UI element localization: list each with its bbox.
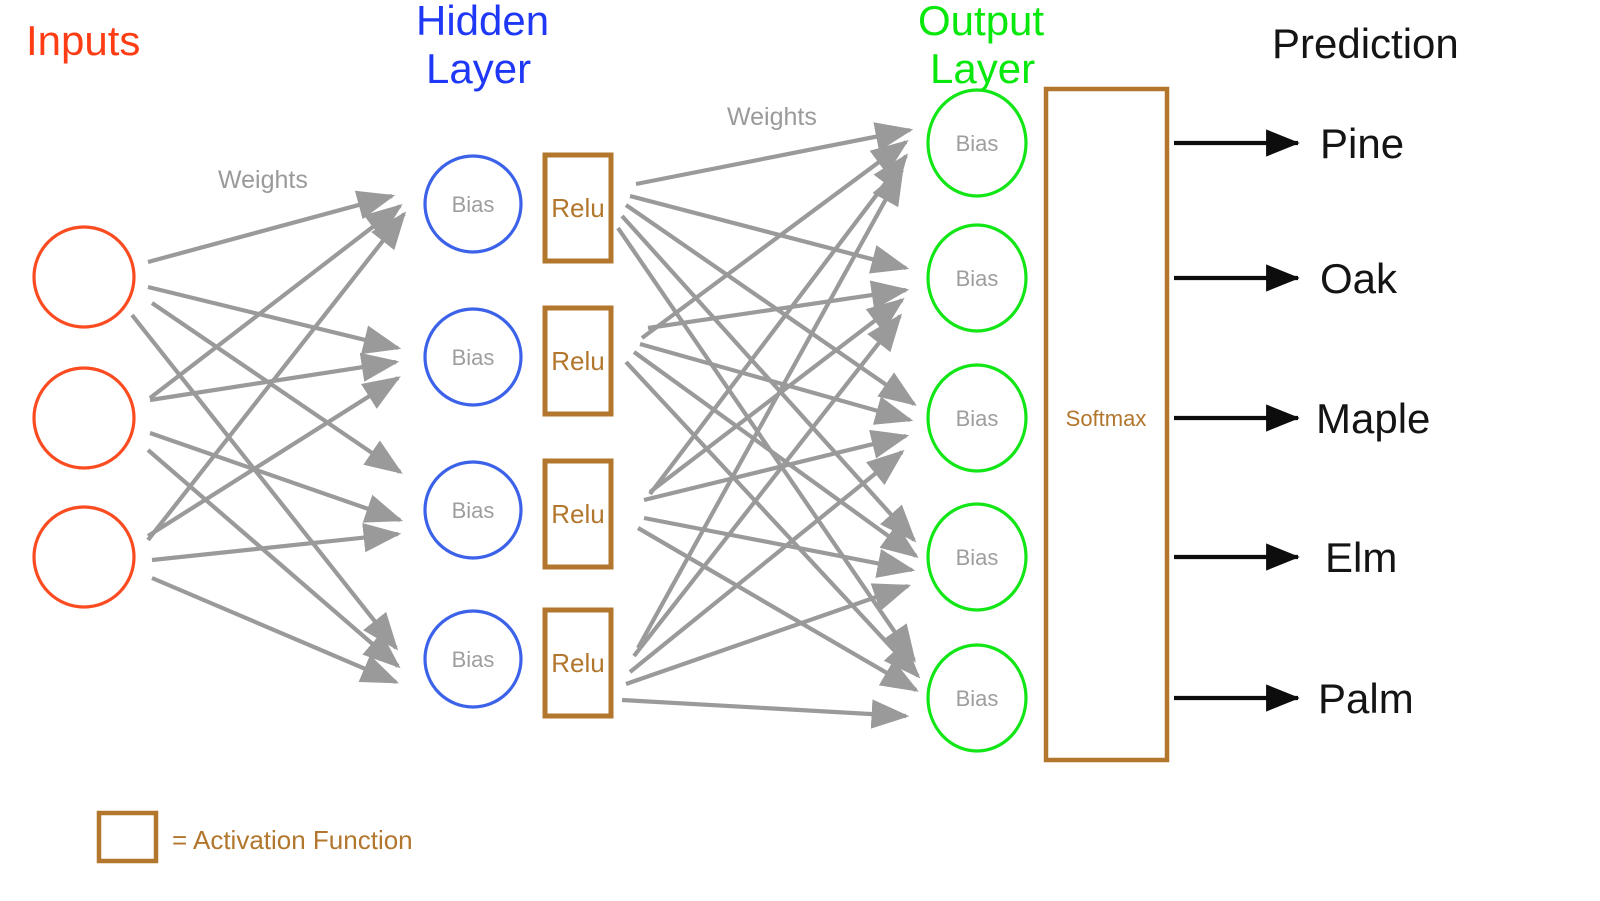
relu-box-4-label: Relu: [551, 648, 604, 678]
prediction-label-elm: Elm: [1325, 534, 1397, 581]
relu-box-3-label: Relu: [551, 499, 604, 529]
title-hidden-layer-line1: Hidden: [416, 0, 549, 44]
title-output-layer-line2: Layer: [930, 45, 1035, 92]
relu-box-2[interactable]: [542, 305, 614, 417]
prediction-labels: Pine Oak Maple Elm Palm: [1316, 120, 1430, 722]
relu-activation-boxes: Relu Relu Relu Relu: [542, 152, 614, 719]
prediction-arrows: [1174, 129, 1300, 712]
output-node-1-bias-label: Bias: [956, 131, 999, 156]
hidden-node-1[interactable]: [423, 154, 523, 254]
relu-box-4[interactable]: [542, 607, 614, 719]
legend-text: = Activation Function: [172, 825, 413, 855]
prediction-label-palm: Palm: [1318, 675, 1414, 722]
softmax-block: Softmax: [1043, 86, 1170, 763]
output-node-2-bias-label: Bias: [956, 266, 999, 291]
weights-label-2: Weights: [727, 103, 817, 131]
softmax-box[interactable]: [1043, 86, 1170, 763]
input-node-1[interactable]: [32, 225, 136, 329]
hidden-node-2-bias-label: Bias: [452, 345, 495, 370]
prediction-label-pine: Pine: [1320, 120, 1404, 167]
hidden-node-2[interactable]: [423, 307, 523, 407]
input-node-3[interactable]: [32, 505, 136, 609]
legend-activation-box-icon: [96, 810, 159, 864]
input-to-hidden-edges: [130, 190, 407, 684]
output-node-5-bias-label: Bias: [956, 686, 999, 711]
softmax-label: Softmax: [1066, 406, 1147, 431]
output-node-4[interactable]: [926, 502, 1028, 612]
prediction-label-maple: Maple: [1316, 395, 1430, 442]
hidden-node-3[interactable]: [423, 460, 523, 560]
relu-box-1[interactable]: [542, 152, 614, 264]
hidden-node-4[interactable]: [423, 609, 523, 709]
title-prediction: Prediction: [1272, 20, 1459, 67]
output-node-2[interactable]: [926, 223, 1028, 333]
weights-label-1: Weights: [218, 166, 308, 194]
output-node-1[interactable]: [926, 88, 1028, 198]
title-inputs: Inputs: [26, 17, 140, 64]
hidden-layer-nodes: Bias Bias Bias Bias: [423, 154, 523, 709]
title-hidden-layer-line2: Layer: [426, 45, 531, 92]
relu-box-1-label: Relu: [551, 193, 604, 223]
hidden-node-4-bias-label: Bias: [452, 647, 495, 672]
output-node-5[interactable]: [926, 643, 1028, 753]
output-node-3[interactable]: [926, 363, 1028, 473]
output-node-3-bias-label: Bias: [956, 406, 999, 431]
output-layer-nodes: Bias Bias Bias Bias Bias: [926, 88, 1028, 753]
title-output-layer-line1: Output: [918, 0, 1044, 44]
hidden-node-3-bias-label: Bias: [452, 498, 495, 523]
input-layer-nodes: [32, 225, 136, 609]
hidden-to-output-edges: [616, 122, 921, 729]
hidden-node-1-bias-label: Bias: [452, 192, 495, 217]
output-node-4-bias-label: Bias: [956, 545, 999, 570]
relu-box-2-label: Relu: [551, 346, 604, 376]
legend: = Activation Function: [96, 810, 413, 864]
prediction-label-oak: Oak: [1320, 255, 1398, 302]
relu-box-3[interactable]: [542, 458, 614, 570]
input-node-2[interactable]: [32, 366, 136, 470]
